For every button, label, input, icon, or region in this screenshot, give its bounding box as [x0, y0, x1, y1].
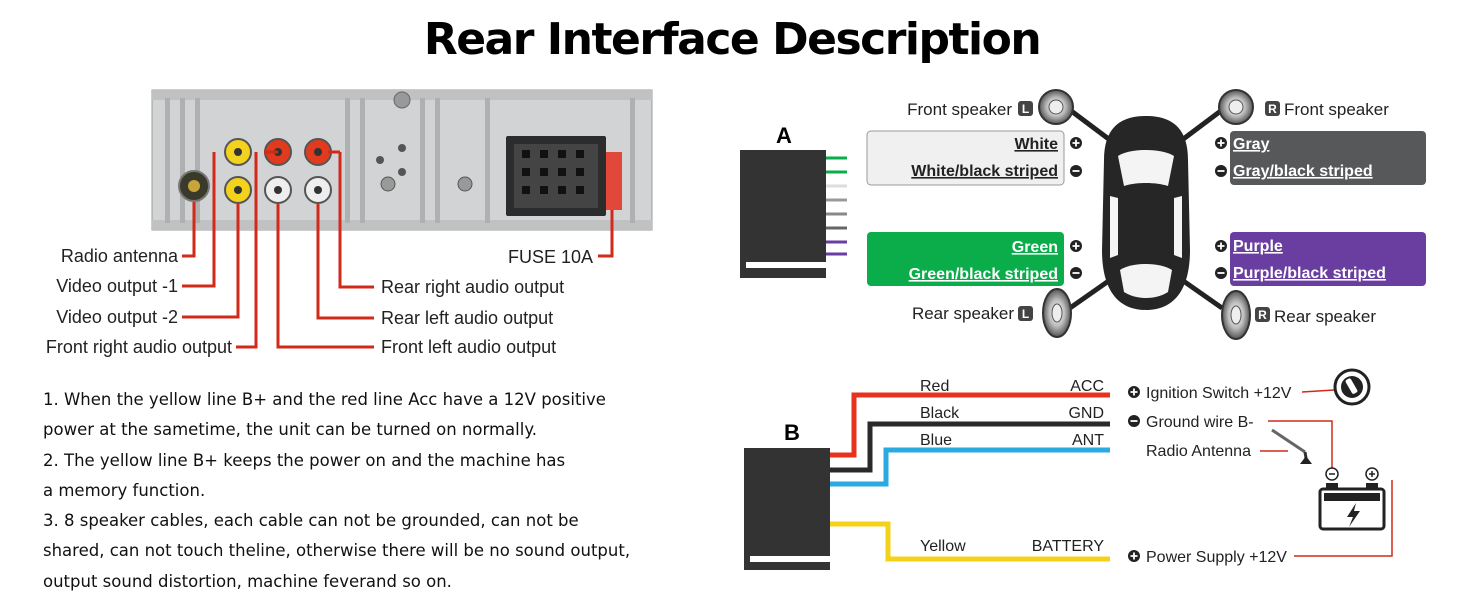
ignition-label: Ignition Switch +12V — [1146, 385, 1292, 402]
white-neg-label: White/black striped — [911, 163, 1058, 180]
ignition-switch-icon — [1333, 368, 1371, 406]
note-line: a memory function. — [43, 480, 206, 500]
gray-pos-label: Gray — [1233, 136, 1270, 153]
left-badge-text: L — [1022, 102, 1029, 116]
label-front-left-audio: Front left audio output — [381, 337, 556, 357]
page-title: Rear Interface Description — [423, 14, 1042, 65]
label-fuse: FUSE 10A — [508, 247, 593, 267]
note-line: shared, can not touch theline, otherwise… — [43, 541, 631, 561]
wire-blue-label: Blue — [920, 432, 952, 449]
rear-panel-leaders — [182, 150, 614, 349]
connector-b-wires — [830, 392, 1110, 562]
green-wire-box — [867, 232, 1064, 286]
connector-a-plug — [740, 150, 847, 278]
rear-left-speaker-label: Rear speaker — [912, 304, 1014, 323]
right-badge-text: R — [1268, 102, 1277, 116]
green-pos-label: Green — [1012, 239, 1058, 256]
rear-left-badge-text: L — [1022, 307, 1029, 321]
rear-right-speaker-label: Rear speaker — [1274, 307, 1376, 326]
note-line: output sound distortion, machine feveran… — [43, 571, 452, 591]
wire-red-tag: ACC — [1070, 378, 1104, 395]
gray-wire-box — [1230, 131, 1426, 185]
connector-b-label: B — [784, 420, 800, 445]
note-line: 1. When the yellow line B+ and the red l… — [43, 390, 606, 409]
note-line: 3. 8 speaker cables, each cable can not … — [43, 511, 579, 531]
notes-list: 1. When the yellow line B+ and the red l… — [43, 385, 683, 597]
antenna-label: Radio Antenna — [1146, 443, 1251, 460]
gray-neg-label: Gray/black striped — [1233, 163, 1373, 180]
rear-right-speaker-icon — [1221, 290, 1251, 340]
antenna-icon — [1271, 428, 1312, 464]
front-left-speaker-icon — [1038, 89, 1074, 125]
connector-a-label: A — [776, 123, 792, 148]
label-video-output-1: Video output -1 — [56, 276, 178, 296]
label-rear-left-audio: Rear left audio output — [381, 308, 553, 328]
wire-black-tag: GND — [1068, 405, 1104, 422]
right-badge — [1265, 101, 1280, 116]
wire-yellow-tag: BATTERY — [1032, 538, 1105, 555]
label-rear-right-audio: Rear right audio output — [381, 277, 564, 297]
wire-yellow-label: Yellow — [920, 538, 966, 555]
front-right-speaker-icon — [1218, 89, 1254, 125]
white-pos-label: White — [1014, 136, 1058, 153]
left-badge — [1018, 101, 1033, 116]
ground-label: Ground wire B- — [1146, 414, 1254, 431]
battery-icon — [1318, 467, 1386, 531]
car-icon — [1068, 108, 1224, 311]
purple-neg-label: Purple/black striped — [1233, 265, 1386, 282]
power-label: Power Supply +12V — [1146, 549, 1287, 566]
ground-minus-icon — [1128, 415, 1140, 427]
label-video-output-2: Video output -2 — [56, 307, 178, 327]
label-front-right-audio: Front right audio output — [46, 337, 232, 357]
purple-pos-label: Purple — [1233, 238, 1283, 255]
wire-red-label: Red — [920, 378, 949, 395]
white-wire-box — [866, 130, 1065, 186]
rear-panel — [151, 89, 653, 231]
rca-jacks — [224, 138, 332, 204]
label-radio-antenna: Radio antenna — [61, 246, 179, 266]
wire-blue-tag: ANT — [1072, 432, 1104, 449]
front-right-speaker-label: Front speaker — [1284, 100, 1389, 119]
ignition-plus-icon — [1128, 386, 1140, 398]
rear-right-badge-text: R — [1258, 308, 1267, 322]
note-line: 2. The yellow line B+ keeps the power on… — [43, 450, 566, 470]
front-left-speaker-label: Front speaker — [907, 100, 1012, 119]
connector-b-plug — [744, 448, 830, 570]
power-plus-icon — [1128, 550, 1140, 562]
rear-right-badge — [1255, 307, 1270, 322]
polarity-icons — [1070, 137, 1227, 279]
green-neg-label: Green/black striped — [909, 266, 1058, 283]
rear-left-speaker-icon — [1042, 288, 1072, 338]
purple-wire-box — [1230, 232, 1426, 286]
note-line: power at the sametime, the unit can be t… — [43, 420, 537, 440]
wire-black-label: Black — [920, 405, 960, 422]
rear-left-badge — [1018, 306, 1033, 321]
fuse-block — [606, 152, 622, 210]
